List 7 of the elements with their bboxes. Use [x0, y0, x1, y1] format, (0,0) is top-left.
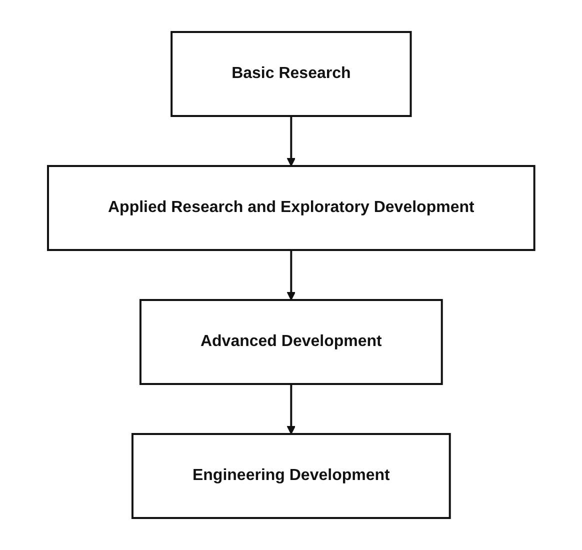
node-box: Advanced Development [139, 299, 443, 385]
arrow [286, 384, 296, 434]
arrow [286, 250, 296, 300]
node-box: Engineering Development [131, 433, 451, 519]
node-box: Applied Research and Exploratory Development [46, 165, 536, 251]
node-box: Basic Research [170, 31, 412, 117]
arrow [286, 116, 296, 166]
